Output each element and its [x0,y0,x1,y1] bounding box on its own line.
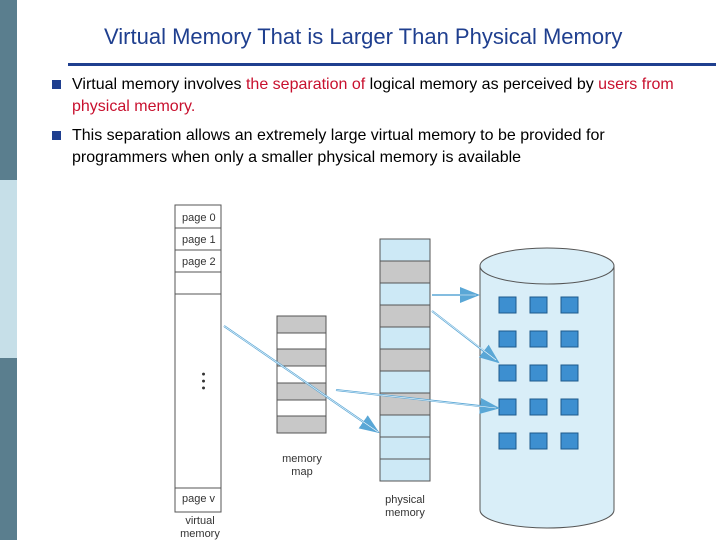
virtual-page-2-label: page 2 [182,256,216,268]
physical-memory-column: physical memory [379,238,431,519]
physical-memory-label-line-1: physical [385,494,425,506]
bullet-1-text: Virtual memory involves the separation o… [72,74,702,118]
bullet-1-part-1: Virtual memory involves [72,76,246,93]
virtual-memory-ellipsis: • • • [197,372,209,390]
memory-map-entry [276,348,327,367]
disk-block [529,432,548,450]
memory-map-column: memory map [276,315,327,478]
physical-frame [379,458,431,482]
physical-frame [379,370,431,394]
disk-block [498,364,517,382]
disk-blocks [498,296,579,450]
mapping-arrows [223,287,500,434]
virtual-memory-column: page 0 page 1 page 2 page v • • • virtua… [174,204,222,540]
virtual-page-1-label: page 1 [182,234,216,246]
bullet-1-highlight-1: the separation of [245,76,366,93]
left-decor-bar-middle [0,180,17,358]
disk-block [529,398,548,416]
left-decor-bar-bottom [0,358,17,540]
virtual-page-v-label: page v [182,493,216,505]
physical-frame [379,414,431,438]
disk-block [529,296,548,314]
disk-block [498,432,517,450]
bullet-1-highlight-2: users from physical memory. [72,76,674,115]
arrow-highlight [223,325,379,433]
bullet-1-part-3: logical memory as perceived by [365,76,599,93]
disk-block [560,296,579,314]
disk-block [498,330,517,348]
left-decor-bar-top [0,0,17,180]
physical-frame [379,282,431,306]
disk-block [498,296,517,314]
memory-map-label-line-2: map [291,466,312,478]
disk-cylinder [479,247,615,529]
memory-map-entry [276,315,327,334]
virtual-memory-frame [174,204,222,513]
virtual-memory-label-line-1: virtual [185,515,214,527]
physical-frame [379,304,431,328]
disk-block [560,432,579,450]
disk-block [529,330,548,348]
bullet-square-icon [52,80,61,89]
bullet-2-text: This separation allows an extremely larg… [72,127,605,166]
physical-frame [379,260,431,284]
disk-block [560,330,579,348]
disk-block [560,398,579,416]
disk-block [529,364,548,382]
disk-top [479,247,615,285]
physical-memory-label-line-2: memory [385,507,425,519]
bullet-square-icon [52,131,61,140]
disk-block [560,364,579,382]
virtual-memory-label-line-2: memory [180,528,220,540]
arrow-highlight [335,389,497,409]
physical-frame [379,238,431,262]
memory-map-frame [276,315,327,434]
arrow-highlight [431,310,497,361]
title-underline [68,63,716,66]
physical-frame [379,326,431,350]
disk-block [498,398,517,416]
virtual-page-0-label: page 0 [182,212,216,224]
physical-frame [379,436,431,460]
memory-map-entry [276,415,327,434]
physical-frame [379,348,431,372]
memory-map-label-line-1: memory [282,453,322,465]
slide-title: Virtual Memory That is Larger Than Physi… [104,24,623,49]
